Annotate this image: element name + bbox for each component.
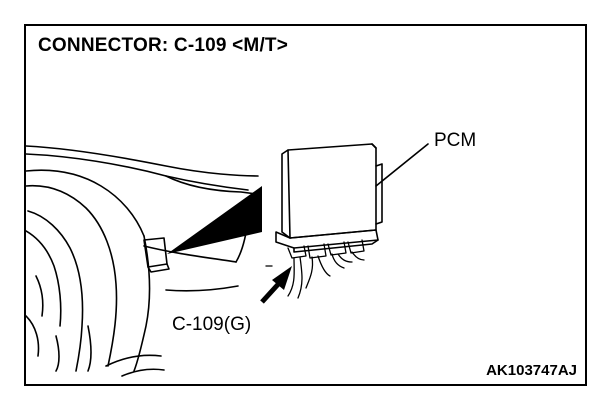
zoom-callout-wedge — [167, 186, 262, 254]
dashboard-pcm-illustration — [26, 143, 429, 377]
diagram-title: CONNECTOR: C-109 <M/T> — [38, 35, 289, 56]
pcm-unit — [275, 143, 383, 253]
pcm-leader-line — [375, 143, 429, 187]
connector-pointer-arrow — [260, 266, 292, 304]
pcm-label: PCM — [434, 130, 477, 151]
dashboard-outline — [26, 145, 259, 377]
connector-label: C-109(G) — [172, 314, 252, 335]
reference-code: AK103747AJ — [486, 362, 577, 379]
diagram-frame: CONNECTOR: C-109 <M/T> — [24, 24, 587, 386]
harness-connectors — [265, 239, 365, 299]
connector-location-marker — [143, 237, 170, 273]
